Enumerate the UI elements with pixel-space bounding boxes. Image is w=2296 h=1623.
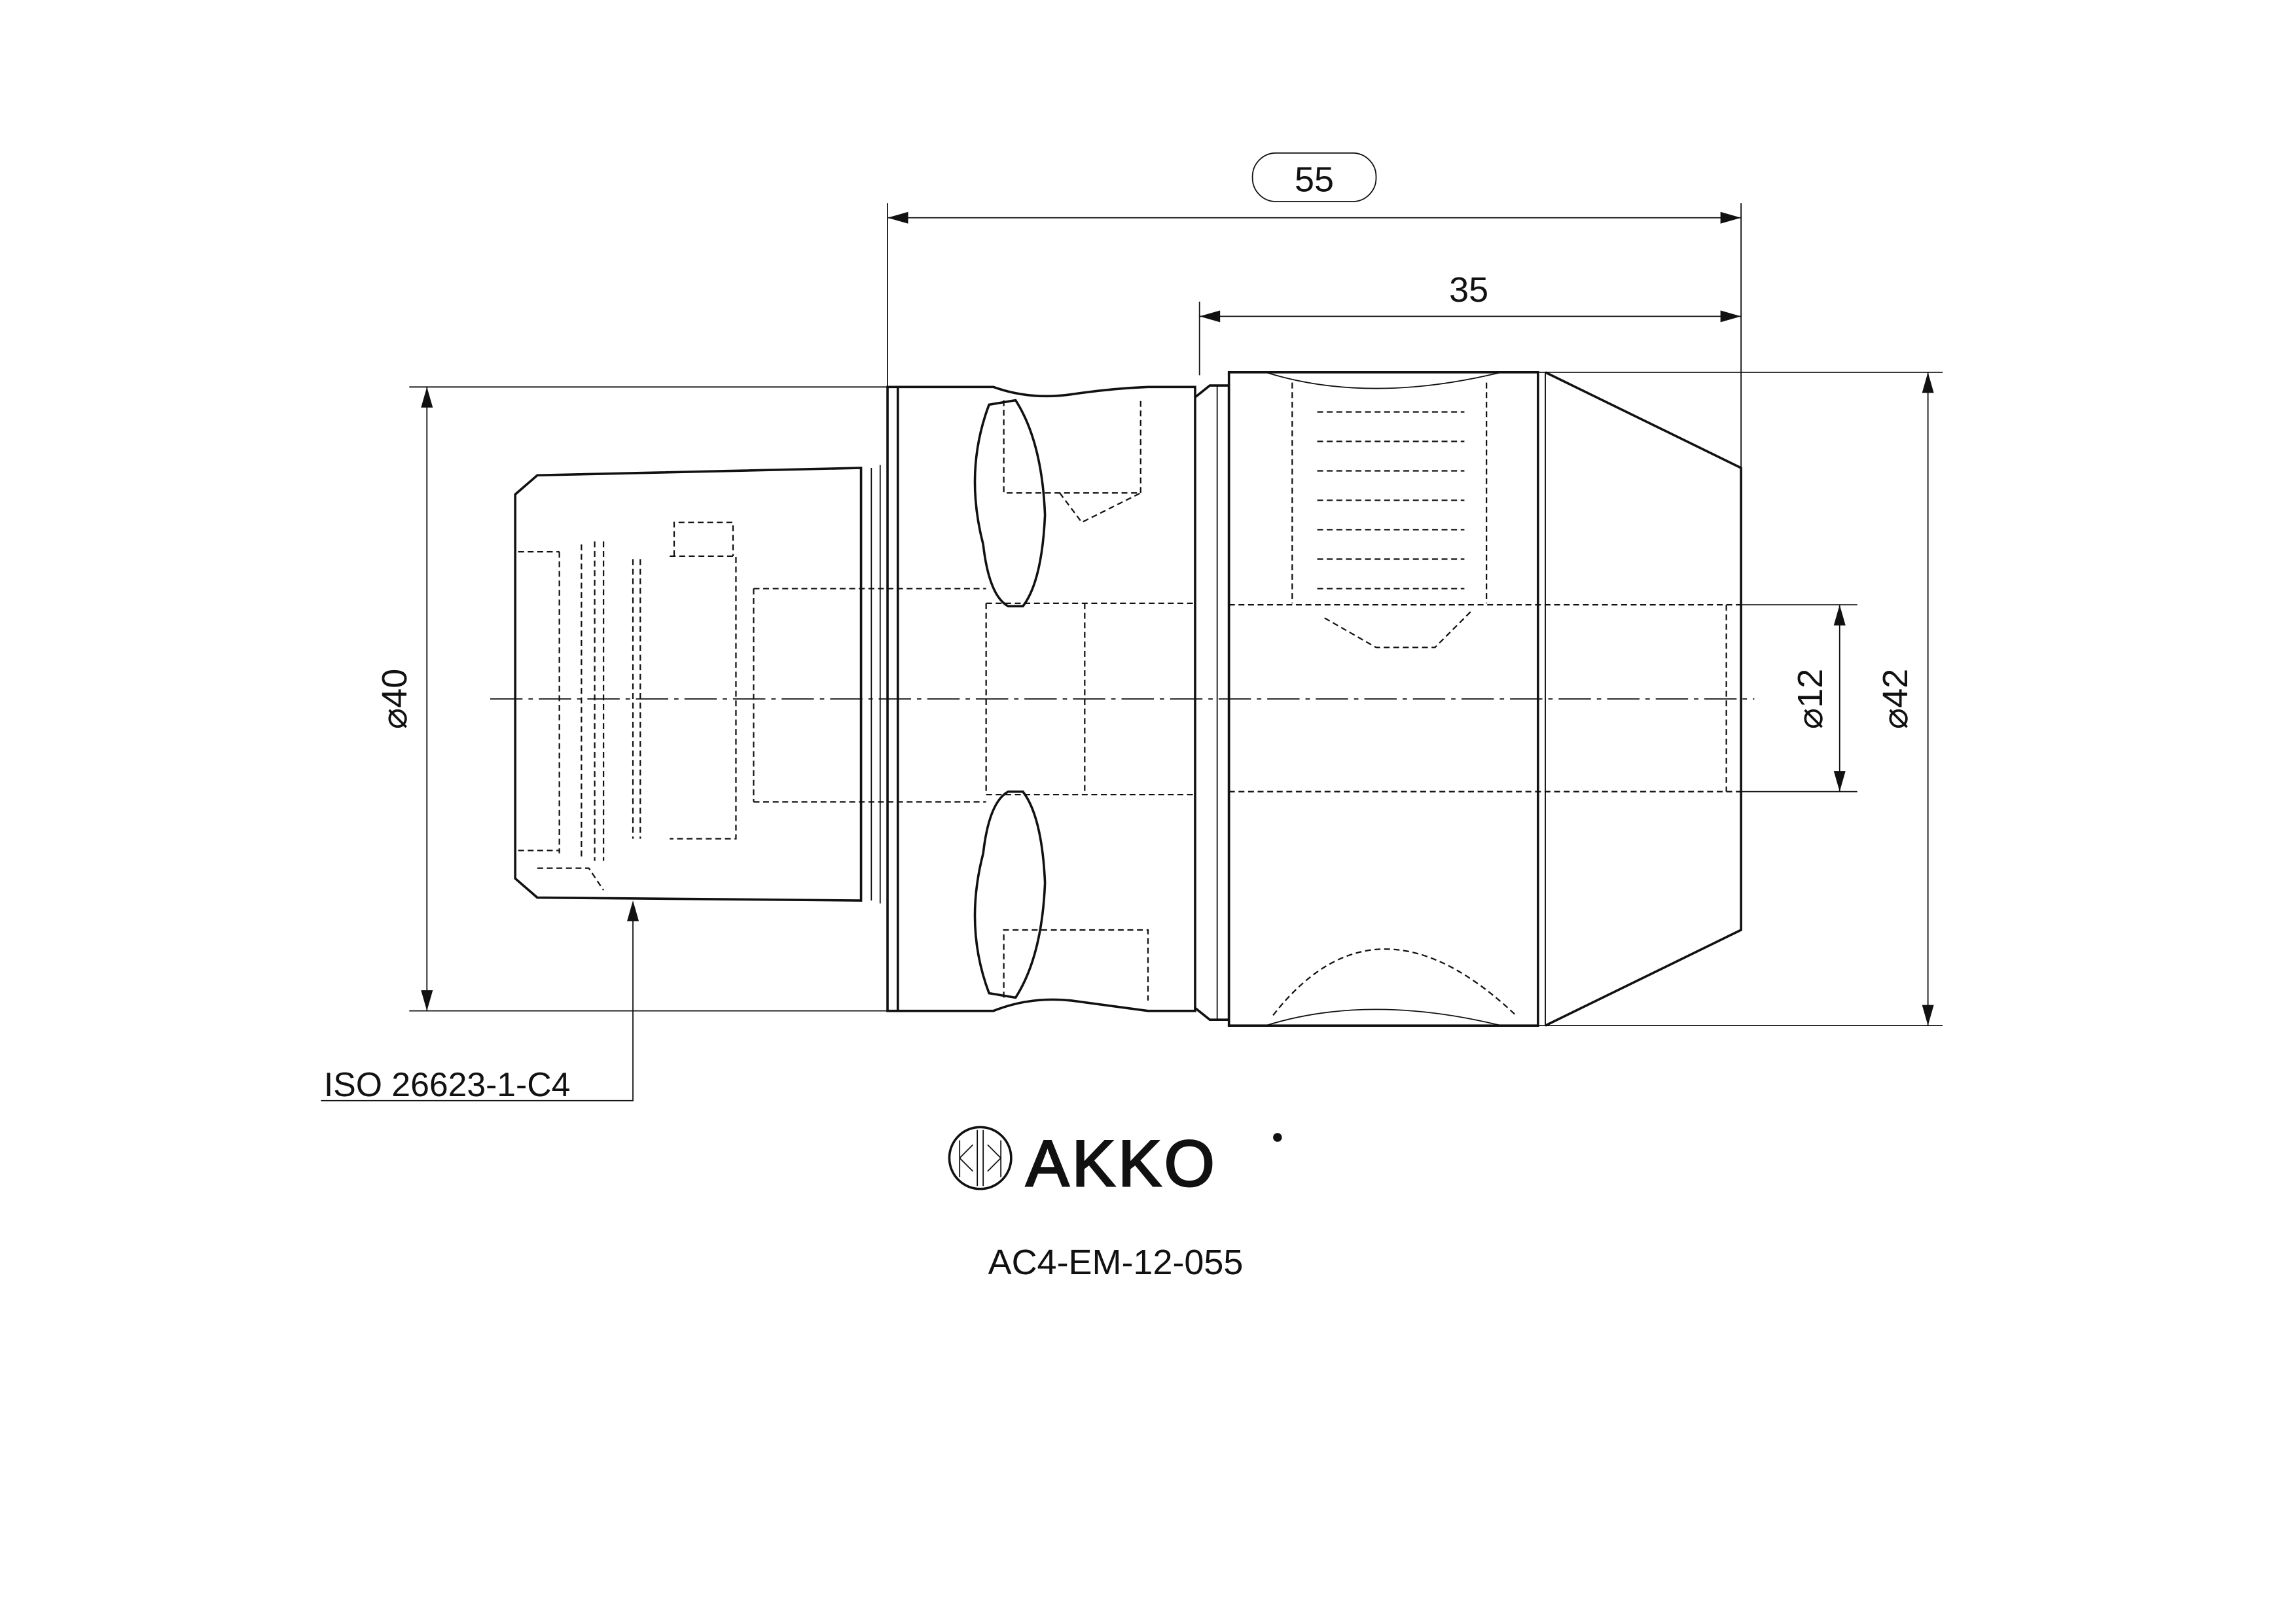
dim-box <box>1251 152 1377 202</box>
shank-outline <box>514 467 863 902</box>
leader-line <box>321 903 634 1101</box>
dim-overall-length: 55 <box>1295 160 1334 199</box>
neck-hidden-lines <box>985 400 1195 1001</box>
arrowheads <box>1833 605 1846 792</box>
part-number: AC4-EM-12-055 <box>988 1243 1244 1282</box>
body-arc <box>1272 948 1516 1016</box>
thread-hidden <box>1291 382 1488 649</box>
shank-hidden-lines <box>518 522 986 891</box>
dim-body-diameter: ⌀42 <box>1876 669 1915 730</box>
akko-logo: AKKO <box>948 1126 1282 1201</box>
leader-arrow <box>627 901 639 921</box>
logo-wordmark: AKKO <box>1026 1127 1217 1200</box>
drive-slot-bottom <box>973 790 1047 999</box>
bore-hidden <box>1229 603 1742 793</box>
registered-mark <box>1273 1133 1282 1142</box>
body-top-curve <box>1265 371 1501 389</box>
neck-outline <box>896 385 1196 1012</box>
dim-bore-diameter: ⌀12 <box>1791 669 1830 730</box>
dim-shank-diameter: ⌀40 <box>375 669 414 730</box>
body-bottom-curve <box>1265 1008 1501 1027</box>
nose-cone <box>1545 371 1742 1027</box>
standard-callout: ISO 26623-1-C4 <box>324 1065 571 1103</box>
dim-head-length: 35 <box>1449 270 1488 310</box>
drive-slot-top <box>973 399 1047 608</box>
groove <box>1194 384 1230 1021</box>
